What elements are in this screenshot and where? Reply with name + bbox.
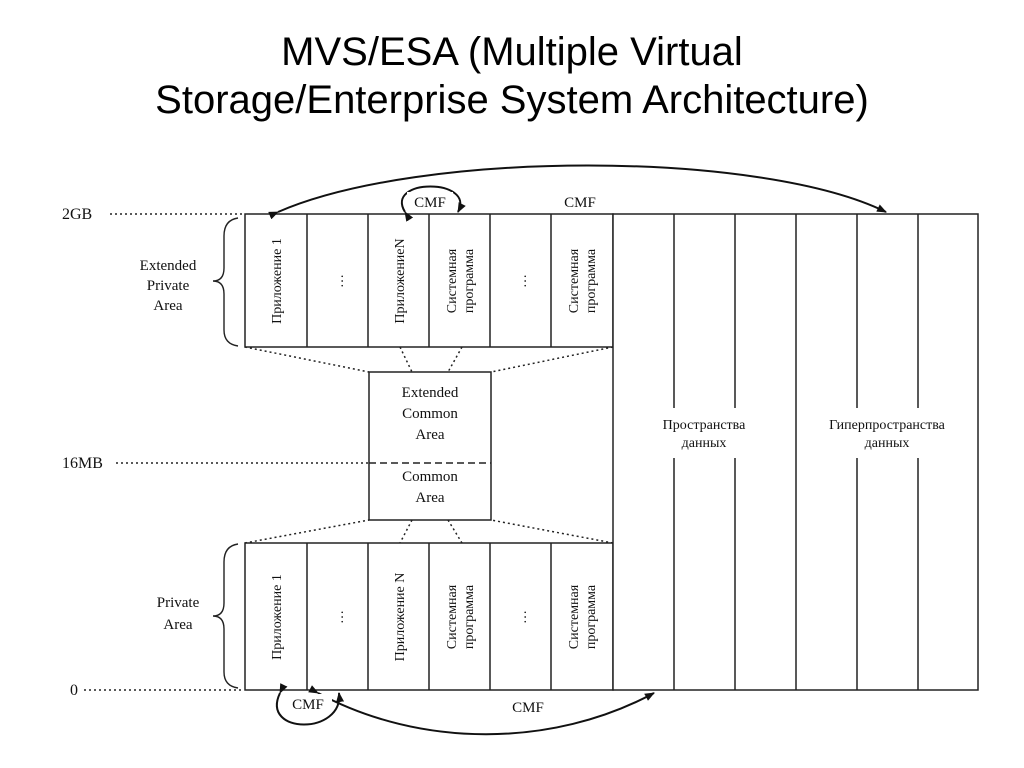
common-area-label: Common Area <box>402 469 458 506</box>
svg-text:Area: Area <box>415 427 444 443</box>
cmf-arrow-bottom-small <box>276 683 345 726</box>
cmf-label-top-large: CMF <box>556 192 604 211</box>
column-label-dots-1-top: … <box>332 274 347 288</box>
hiperspaces-label: Гиперпространства данных <box>800 411 974 455</box>
svg-text:данных: данных <box>682 436 727 451</box>
svg-text:Extended: Extended <box>140 258 197 274</box>
svg-text:Common: Common <box>402 469 458 485</box>
svg-text:Extended: Extended <box>402 385 459 401</box>
svg-text:Area: Area <box>163 617 192 633</box>
column-label-dots-1-bottom: … <box>332 610 347 624</box>
upper-column-dividers <box>306 214 552 347</box>
address-label-2gb: 2GB <box>62 206 92 223</box>
title-line-2: Storage/Enterprise System Architecture) <box>155 78 869 122</box>
column-label-app-1-bottom: Приложение 1 <box>270 574 285 660</box>
svg-text:CMF: CMF <box>564 195 596 211</box>
svg-text:Пространства: Пространства <box>663 418 746 433</box>
private-area-brace <box>212 543 239 689</box>
extended-private-area-label: Extended Private Area <box>140 258 197 314</box>
svg-text:Гиперпространства: Гиперпространства <box>829 418 946 433</box>
column-label-app-n-top: ПриложениеN <box>393 238 408 323</box>
address-label-0: 0 <box>70 682 78 699</box>
address-label-16mb: 16MB <box>62 455 103 472</box>
cmf-label-top-small: CMF <box>407 192 453 211</box>
page-title: MVS/ESA (Multiple Virtual Storage/Enterp… <box>0 28 1024 124</box>
cmf-arrow-top-large <box>268 164 887 220</box>
svg-text:Area: Area <box>415 490 444 506</box>
data-space-dividers <box>673 214 919 690</box>
column-label-app-1-top: Приложение 1 <box>270 238 285 324</box>
column-label-app-n-bottom: Приложение N <box>393 573 408 662</box>
common-area-box <box>368 371 492 521</box>
column-label-dots-2-top: … <box>515 274 530 288</box>
cmf-arrow-bottom-large <box>308 685 655 736</box>
svg-text:CMF: CMF <box>414 195 446 211</box>
title-line-1: MVS/ESA (Multiple Virtual <box>281 30 743 74</box>
lower-column-dividers <box>306 543 552 690</box>
column-label-dots-2-bottom: … <box>515 610 530 624</box>
common-area-connectors <box>244 346 614 544</box>
svg-text:CMF: CMF <box>512 700 544 716</box>
svg-text:CMF: CMF <box>292 697 324 713</box>
extended-common-area-label: Extended Common Area <box>402 385 459 443</box>
private-area-label: Private Area <box>157 595 200 633</box>
svg-text:Area: Area <box>153 298 182 314</box>
data-spaces-label: Пространства данных <box>630 411 780 455</box>
cmf-arrow-top-small <box>401 185 466 222</box>
svg-text:Private: Private <box>157 595 200 611</box>
cmf-label-bottom-small: CMF <box>284 694 332 713</box>
svg-text:данных: данных <box>865 436 910 451</box>
cmf-label-bottom-large: CMF <box>504 697 552 716</box>
svg-text:Common: Common <box>402 406 458 422</box>
extended-private-brace <box>212 217 239 347</box>
svg-text:Private: Private <box>147 278 190 294</box>
